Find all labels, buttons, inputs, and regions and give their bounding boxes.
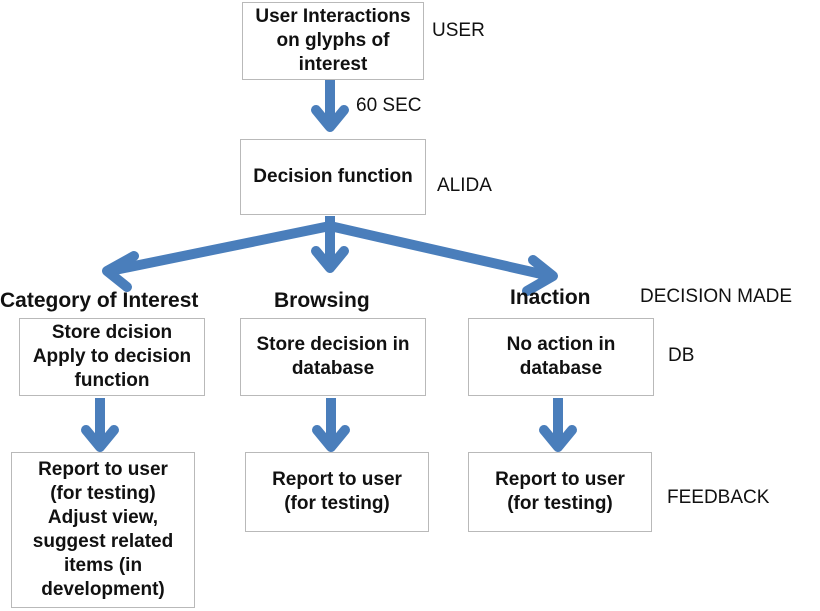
- browsing-store-text: Store decision in database: [256, 334, 410, 379]
- user-label: USER: [432, 20, 485, 41]
- inaction-heading: Inaction: [510, 286, 591, 309]
- arrow-category-to-report: [81, 398, 119, 452]
- category-heading: Category of Interest: [0, 289, 199, 312]
- user-interactions-text: User Interactions on glyphs of interest: [255, 6, 411, 75]
- db-label: DB: [668, 345, 695, 366]
- arrow-inaction-to-report: [539, 398, 577, 452]
- category-store-box: Store dcision Apply to decision function: [19, 318, 205, 396]
- browsing-report-text: Report to user (for testing): [272, 469, 402, 514]
- inaction-report-box: Report to user (for testing): [468, 452, 652, 532]
- category-store-text: Store dcision Apply to decision function: [32, 322, 192, 391]
- arrow-decision-to-category: [102, 221, 332, 292]
- browsing-store-box: Store decision in database: [240, 318, 426, 396]
- browsing-heading: Browsing: [274, 289, 370, 312]
- decision-function-text: Decision function: [253, 166, 413, 187]
- interval-label: 60 SEC: [356, 95, 422, 116]
- decision-function-box: Decision function: [240, 139, 426, 215]
- feedback-label: FEEDBACK: [667, 487, 770, 508]
- arrow-decision-to-browsing: [311, 216, 349, 273]
- arrow-decision-to-inaction: [328, 221, 558, 296]
- category-report-box: Report to user (for testing) Adjust view…: [11, 452, 195, 608]
- decision-made-label: DECISION MADE: [640, 286, 793, 307]
- inaction-store-text: No action in database: [506, 334, 616, 379]
- inaction-report-text: Report to user (for testing): [495, 469, 625, 514]
- arrow-user-to-decision: [311, 80, 349, 132]
- alida-label: ALIDA: [437, 175, 492, 196]
- arrow-browsing-to-report: [312, 398, 350, 452]
- browsing-report-box: Report to user (for testing): [245, 452, 429, 532]
- category-report-text: Report to user (for testing) Adjust view…: [32, 459, 174, 600]
- user-interactions-box: User Interactions on glyphs of interest: [242, 2, 424, 80]
- inaction-store-box: No action in database: [468, 318, 654, 396]
